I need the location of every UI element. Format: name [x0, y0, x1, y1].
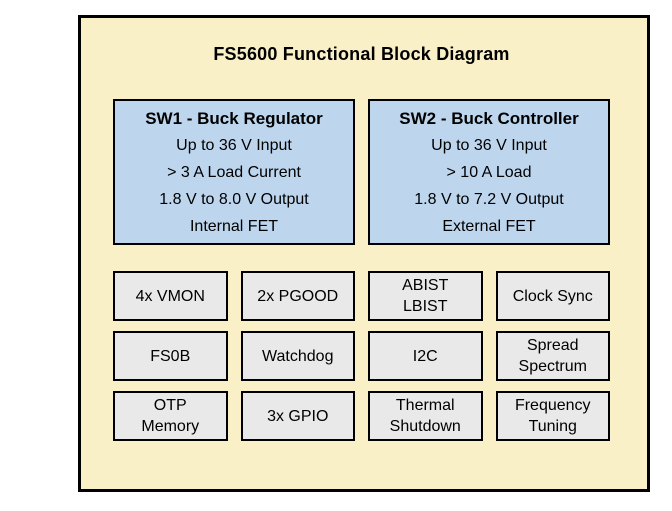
block-abist-lbist: ABIST LBIST — [368, 271, 483, 321]
block-otp-memory: OTP Memory — [113, 391, 228, 441]
block-watchdog: Watchdog — [240, 331, 355, 381]
block-clock-sync: Clock Sync — [495, 271, 610, 321]
block-i2c: I2C — [368, 331, 483, 381]
block-spread-spectrum: Spread Spectrum — [495, 331, 610, 381]
block-thermal-shutdown: Thermal Shutdown — [368, 391, 483, 441]
sw-blocks-row: SW1 - Buck Regulator Up to 36 V Input > … — [113, 99, 610, 245]
sw1-input-spec: Up to 36 V Input — [176, 136, 292, 154]
diagram-title: FS5600 Functional Block Diagram — [213, 44, 510, 64]
sw1-block-title: SW1 - Buck Regulator — [145, 108, 323, 128]
block-pgood: 2x PGOOD — [240, 271, 355, 321]
sw2-fet-spec: External FET — [442, 217, 536, 235]
sw1-load-spec: > 3 A Load Current — [167, 163, 301, 181]
sw2-load-spec: > 10 A Load — [446, 163, 532, 181]
sw2-output-spec: 1.8 V to 7.2 V Output — [414, 190, 564, 208]
block-frequency-tuning: Frequency Tuning — [495, 391, 610, 441]
sw1-output-spec: 1.8 V to 8.0 V Output — [159, 190, 309, 208]
diagram-content: FS5600 Functional Block Diagram SW1 - Bu… — [81, 44, 647, 441]
block-vmon: 4x VMON — [113, 271, 228, 321]
sw2-block-title: SW2 - Buck Controller — [399, 108, 579, 128]
block-gpio: 3x GPIO — [240, 391, 355, 441]
sw2-input-spec: Up to 36 V Input — [431, 136, 547, 154]
feature-grid: 4x VMON 2x PGOOD ABIST LBIST Clock Sync … — [113, 271, 610, 441]
diagram-panel: FS5600 Functional Block Diagram SW1 - Bu… — [78, 15, 650, 492]
sw2-buck-controller-block: SW2 - Buck Controller Up to 36 V Input >… — [368, 99, 610, 245]
block-fs0b: FS0B — [113, 331, 228, 381]
sw1-fet-spec: Internal FET — [189, 217, 279, 235]
sw1-buck-regulator-block: SW1 - Buck Regulator Up to 36 V Input > … — [113, 99, 355, 245]
